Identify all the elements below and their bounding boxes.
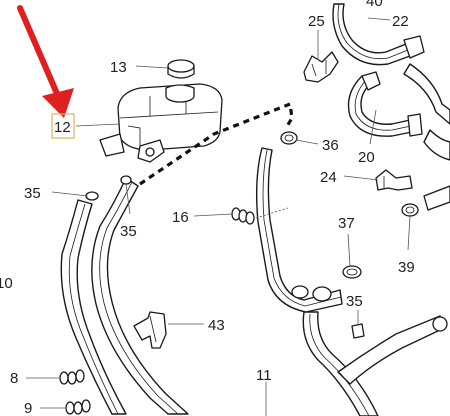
overflow-line [139,101,294,186]
callout-35-left: 35 [24,185,41,202]
callout-10: 10 [0,275,13,292]
callout-12-highlight-box [51,113,75,139]
hose-11 [91,177,189,415]
bracket-43 [133,311,167,349]
leader-lines [26,17,411,416]
clip-39 [401,203,419,217]
clip-8 [59,369,85,385]
callout-35-right: 35 [346,293,363,310]
callout-16: 16 [172,209,189,226]
clip-36 [280,131,298,145]
clip-35-right [351,323,365,339]
callout-36: 36 [322,137,339,154]
callout-43: 43 [208,317,225,334]
clip-16 [231,207,289,225]
center-vertical-hose [255,147,343,313]
red-arrow-icon [17,5,74,118]
callout-13: 13 [110,59,127,76]
tank-cap [167,59,195,79]
clip-25 [303,51,339,83]
callout-12: 12 [54,119,71,136]
lower-right-hose [302,311,441,416]
callout-24: 24 [320,169,337,186]
hose-20 [347,71,423,137]
callout-8: 8 [10,370,18,387]
callout-25: 25 [308,13,325,30]
expansion-tank [99,83,223,163]
callout-35-center: 35 [120,223,137,240]
callout-39: 39 [398,259,415,276]
callout-40: 40 [366,0,383,10]
clip-37 [342,265,362,279]
bracket-24 [375,169,413,191]
callout-20: 20 [358,149,375,166]
callout-9: 9 [24,400,32,416]
callout-37: 37 [338,215,355,232]
hose-22 [332,3,450,125]
callout-22: 22 [392,13,409,30]
clip-9 [65,399,91,415]
right-edge-parts [423,129,450,332]
hose-10 [60,199,127,415]
clip-35-center [120,175,132,185]
callout-11: 11 [256,367,272,384]
